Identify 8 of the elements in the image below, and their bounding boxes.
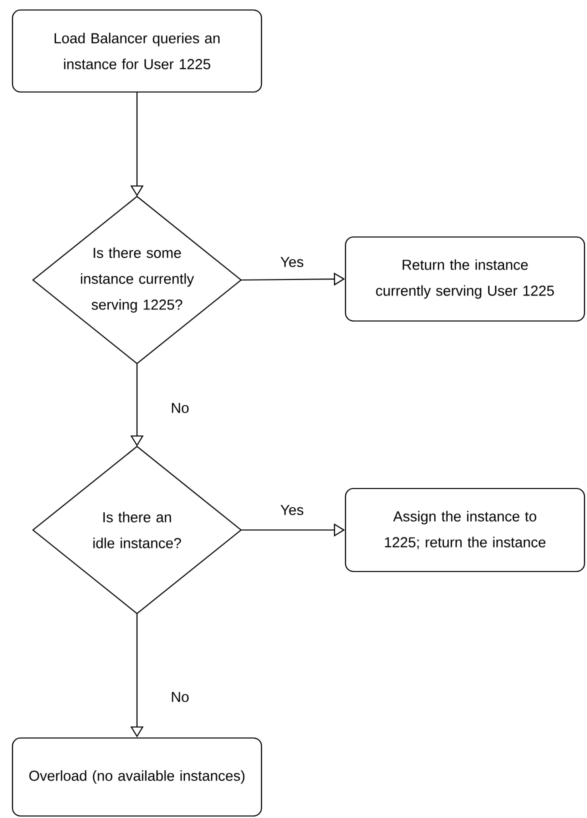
edge-label: Yes xyxy=(279,504,305,516)
edge-label: No xyxy=(170,402,190,414)
edge-label: Yes xyxy=(279,256,305,268)
edge-label: No xyxy=(170,690,190,704)
process-box: Overload (no available instances) xyxy=(12,737,262,817)
process-box: Return the instance currently serving User 1225 xyxy=(344,236,586,322)
process-box: Assign the instance to 1225; return the instance xyxy=(344,488,586,572)
process-box: Load Balancer queries an instance for User 1225 xyxy=(12,9,262,93)
